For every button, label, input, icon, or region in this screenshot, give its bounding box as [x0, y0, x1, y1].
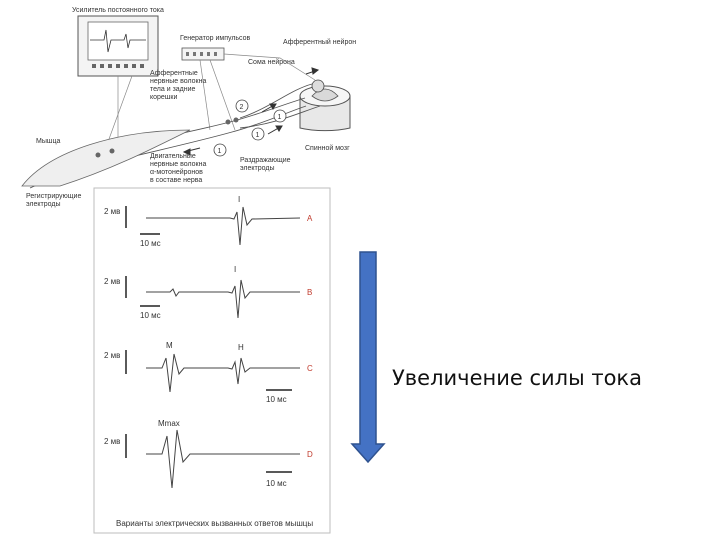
trace-a-peak-label: I: [238, 195, 240, 204]
trace-b-letter: B: [307, 288, 312, 297]
muscle-shape: [21, 129, 191, 187]
traces-panel: 2 мв I A 10 мс 2 мв I B 10 мс 2 мв: [93, 187, 331, 534]
spinal-cord: [299, 79, 351, 132]
signal-arrows: [182, 67, 320, 156]
traces-caption: Варианты электрических вызванных ответов…: [116, 519, 313, 528]
stimulating-electrodes-label: Раздражающие электроды: [240, 157, 293, 172]
trace-b-scale: 2 мв: [104, 277, 120, 286]
wires: [104, 53, 316, 151]
oscilloscope-trace: [90, 29, 146, 53]
trace-c-scale: 2 мв: [104, 351, 120, 360]
trace-a-scale: 2 мв: [104, 207, 120, 216]
trace-b-peak-label: I: [234, 265, 236, 274]
pulse-generator-label: Генератор импульсов: [180, 35, 251, 42]
oscilloscope-knobs: [92, 64, 144, 68]
recording-electrodes-label: Регистрирующие электроды: [26, 193, 83, 208]
trace-c-letter: C: [307, 364, 313, 373]
trace-c-time: 10 мс: [266, 395, 287, 404]
afferent-neuron-label: Афферентный нейрон: [283, 38, 356, 46]
setup-schematic: Усилитель постоянного тока Генератор имп…: [21, 7, 356, 208]
current-increase-label: Увеличение силы тока: [392, 366, 642, 390]
trace-d-scale: 2 мв: [104, 437, 120, 446]
spinal-cord-label: Спинной мозг: [305, 144, 350, 152]
trace-d-letter: D: [307, 450, 313, 459]
afferent-fibers-label: Афферентные нервные волокна тела и задни…: [150, 70, 208, 101]
traces-frame: [93, 187, 331, 534]
markers: 2 1 1 1: [213, 99, 287, 157]
trace-a-letter: A: [307, 214, 313, 223]
trace-c-peak-m: M: [166, 341, 173, 350]
soma-neuron-label: Сома нейрона: [248, 58, 295, 66]
trace-d-time: 10 мс: [266, 479, 287, 488]
oscilloscope-screen: [87, 21, 149, 61]
amplifier-label: Усилитель постоянного тока: [72, 7, 164, 14]
descending-fibers-label: Двигательные нервные волокна α-мотонейро…: [150, 153, 208, 184]
muscle-label: Мышца: [36, 138, 60, 145]
marker-4: 1: [218, 148, 222, 155]
trace-b-time: 10 мс: [140, 311, 161, 320]
increase-arrow: [350, 251, 386, 464]
marker-3: 1: [256, 132, 260, 139]
trace-a: 2 мв I A 10 мс: [104, 195, 313, 248]
electrodes: [95, 117, 239, 158]
trace-d-peak-mmax: Mmax: [158, 419, 180, 428]
marker-2: 1: [278, 114, 282, 121]
marker-1: 2: [240, 104, 244, 111]
trace-a-time: 10 мс: [140, 239, 161, 248]
trace-c: 2 мв M H C 10 мс: [104, 341, 313, 404]
trace-c-peak-h: H: [238, 343, 244, 352]
trace-b: 2 мв I B 10 мс: [104, 265, 312, 320]
trace-d: 2 мв Mmax D 10 мс: [104, 419, 313, 489]
